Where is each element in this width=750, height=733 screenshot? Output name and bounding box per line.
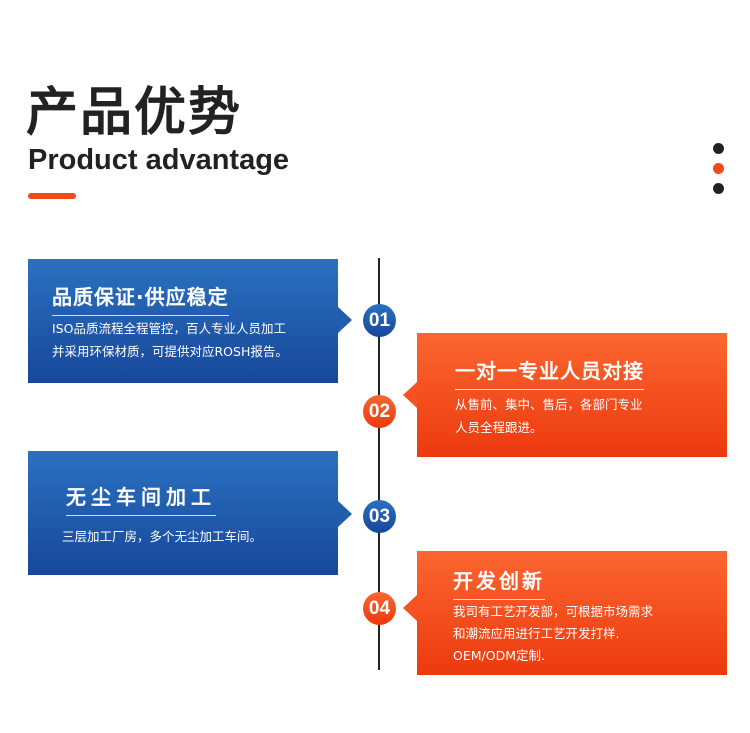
- pointer-arrow: [403, 595, 417, 621]
- pointer-arrow: [338, 501, 352, 527]
- pointer-arrow: [338, 307, 352, 333]
- card-title: 开发创新: [453, 565, 545, 600]
- dot-icon: [713, 163, 724, 174]
- advantage-card-service: 一对一专业人员对接 从售前、集中、售后，各部门专业人员全程跟进。: [403, 333, 727, 457]
- card-text: 从售前、集中、售后，各部门专业人员全程跟进。: [455, 397, 643, 435]
- dot-icon: [713, 143, 724, 154]
- card-title: 无尘车间加工: [66, 481, 216, 516]
- step-badge-02: 02: [363, 395, 396, 428]
- advantage-card-quality: 品质保证·供应稳定 ISO品质流程全程管控，百人专业人员加工并采用环保材质，可提…: [28, 259, 352, 383]
- step-badge-03: 03: [363, 500, 396, 533]
- page-title: 产品优势: [26, 83, 243, 143]
- dot-icon: [713, 183, 724, 194]
- step-badge-01: 01: [363, 304, 396, 337]
- step-badge-04: 04: [363, 592, 396, 625]
- timeline-line: [378, 258, 380, 670]
- page-subtitle: Product advantage: [28, 144, 290, 176]
- card-title: 一对一专业人员对接: [455, 355, 644, 390]
- card-title: 品质保证·供应稳定: [52, 281, 229, 316]
- pointer-arrow: [403, 382, 417, 408]
- card-text: 三层加工厂房，多个无尘加工车间。: [62, 529, 263, 544]
- accent-bar: [28, 193, 76, 199]
- card-text: 我司有工艺开发部，可根据市场需求和潮流应用进行工艺开发打样.OEM/ODM定制.: [453, 604, 654, 663]
- advantage-card-workshop: 无尘车间加工 三层加工厂房，多个无尘加工车间。: [28, 451, 352, 575]
- card-text: ISO品质流程全程管控，百人专业人员加工并采用环保材质，可提供对应ROSH报告。: [52, 321, 288, 359]
- advantage-card-innovation: 开发创新 我司有工艺开发部，可根据市场需求和潮流应用进行工艺开发打样.OEM/O…: [403, 551, 727, 675]
